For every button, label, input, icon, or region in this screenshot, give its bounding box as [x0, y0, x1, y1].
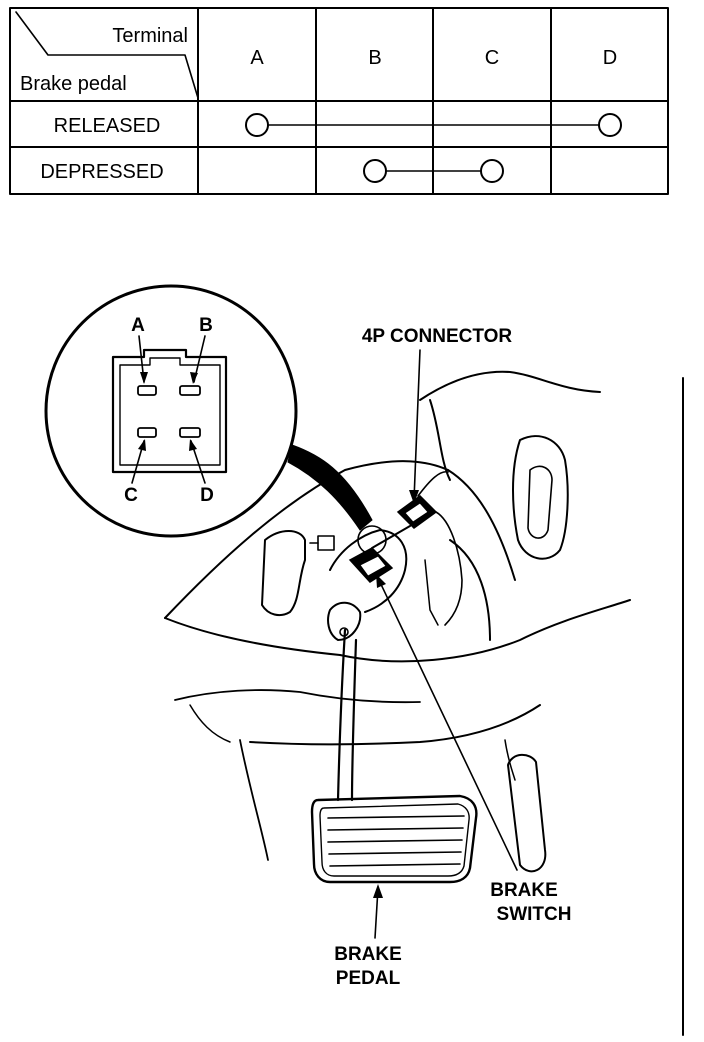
continuity-released-a-d — [245, 113, 622, 137]
header-diagonal — [15, 11, 199, 99]
column-header-d: D — [603, 47, 617, 69]
continuity-depressed-b-c — [363, 159, 504, 183]
column-header-c: C — [485, 47, 499, 69]
terminal-slot-b — [179, 385, 201, 396]
callouts: 4P CONNECTOR BRAKE SWITCH BRAKE PEDAL — [334, 326, 571, 989]
row-label-depressed: DEPRESSED — [40, 161, 163, 183]
connector-inset: A B C D — [44, 284, 298, 538]
pedal-assembly-illustration — [164, 370, 684, 1036]
brake-switch — [348, 525, 411, 583]
header-terminal: Terminal — [112, 25, 188, 47]
inset-pointer — [287, 444, 373, 531]
column-header-b: B — [368, 47, 381, 69]
row-label-released: RELEASED — [54, 115, 161, 137]
continuity-table: Terminal Brake pedal A B C D RELEASED DE… — [9, 7, 669, 195]
inset-label-b: B — [199, 315, 213, 336]
inset-label-a: A — [131, 315, 145, 336]
column-header-a: A — [250, 47, 264, 69]
terminal-slot-a — [137, 385, 157, 396]
terminal-slot-c — [137, 427, 157, 438]
inset-label-c: C — [124, 485, 138, 506]
callout-4p-connector: 4P CONNECTOR — [362, 326, 513, 347]
brake-pedal-pad — [310, 794, 478, 884]
4p-connector — [396, 471, 463, 626]
callout-brake-switch-line2: SWITCH — [497, 904, 572, 925]
callout-brake-pedal-line1: BRAKE — [334, 944, 402, 965]
callout-brake-pedal-line2: PEDAL — [336, 968, 401, 989]
callout-brake-switch-line1: BRAKE — [490, 880, 558, 901]
terminal-slot-d — [179, 427, 201, 438]
inset-label-d: D — [200, 485, 214, 506]
header-brake-pedal: Brake pedal — [20, 73, 127, 95]
